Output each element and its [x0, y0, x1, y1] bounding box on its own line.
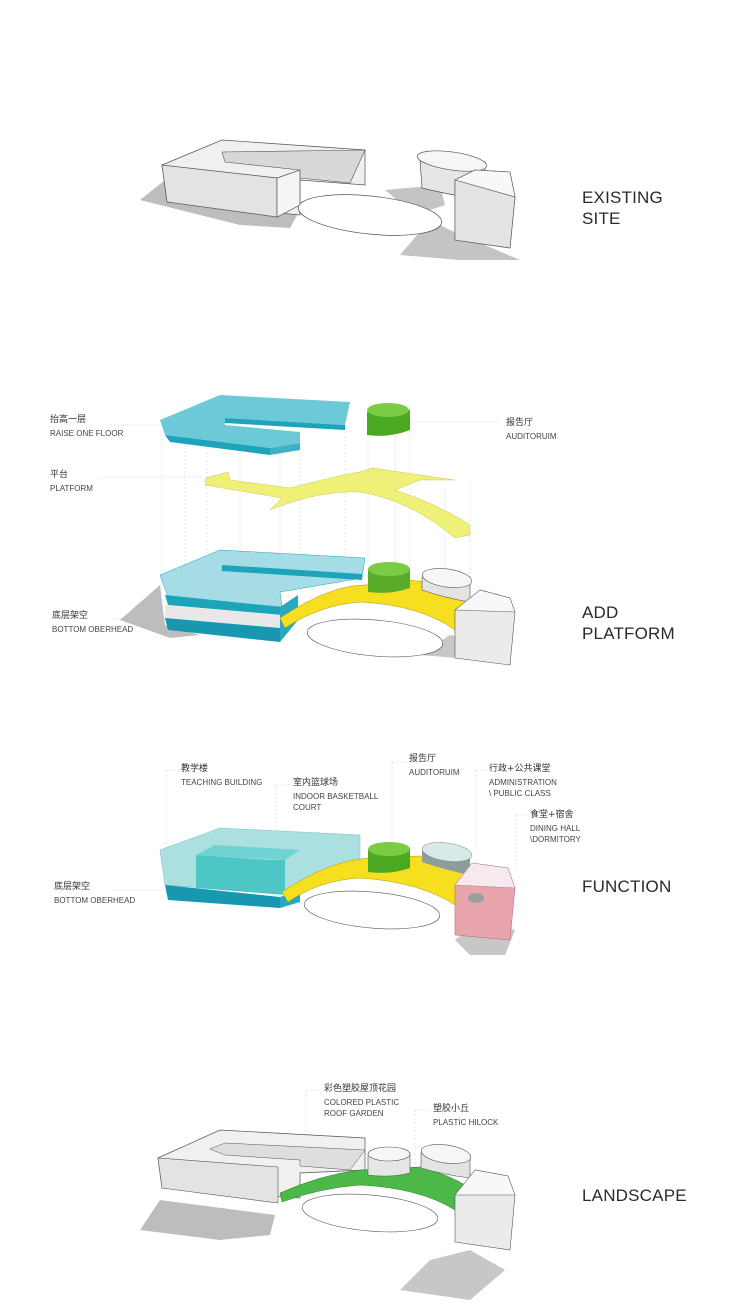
label-cn: 行政+公共课堂	[489, 764, 551, 774]
label-en: RAISE ONE FLOOR	[50, 429, 124, 438]
label-bottom-overhead: 底层架空 BOTTOM OBERHEAD	[54, 882, 135, 906]
label-cn: 底层架空	[54, 882, 91, 892]
label-en: DINING HALL \DORMITORY	[530, 824, 581, 844]
label-plastic-hillock: 塑胶小丘 PLASTIC HILOCK	[433, 1104, 498, 1128]
label-en: BOTTOM OBERHEAD	[52, 625, 134, 634]
function-illustration	[112, 761, 528, 955]
panel-function: 教学楼 TEACHING BUILDING 室内篮球场 INDOOR BASKE…	[0, 750, 744, 970]
label-en: TEACHING BUILDING	[181, 778, 263, 787]
label-auditorium: 报告厅 AUDITORUIM	[409, 754, 460, 778]
label-en: INDOOR BASKETBALL COURT	[293, 792, 379, 812]
label-en: PLASTIC HILOCK	[433, 1118, 499, 1127]
label-cn: 教学楼	[181, 764, 209, 774]
label-teaching-building: 教学楼 TEACHING BUILDING	[181, 764, 262, 788]
label-cn: 食堂+宿舍	[530, 810, 574, 820]
stage-title-landscape: LANDSCAPE	[582, 1186, 687, 1205]
stage-title-existing-site: EXISTING SITE	[582, 188, 663, 228]
label-bottom-overhead: 底层架空 BOTTOM OBERHEAD	[52, 611, 133, 635]
label-raise-one-floor: 抬高一层 RAISE ONE FLOOR	[50, 415, 123, 439]
panel-existing-site: EXISTING SITE	[0, 0, 744, 300]
label-en: BOTTOM OBERHEAD	[54, 896, 136, 905]
label-en: ADMINISTRATION \ PUBLIC CLASS	[489, 778, 557, 798]
panel-landscape: 彩色塑胶屋顶花园 COLORED PLASTIC ROOF GARDEN 塑胶小…	[0, 1070, 744, 1304]
existing-site-illustration	[140, 139, 520, 260]
label-cn: 底层架空	[52, 611, 89, 621]
panel-add-platform: 抬高一层 RAISE ONE FLOOR 平台 PLATFORM 报告厅 AUD…	[0, 380, 744, 680]
stage-title-function: FUNCTION	[582, 877, 672, 896]
label-administration-public-class: 行政+公共课堂 ADMINISTRATION \ PUBLIC CLASS	[489, 764, 557, 799]
label-cn: 报告厅	[409, 754, 437, 764]
label-cn: 平台	[50, 470, 69, 480]
label-en: PLATFORM	[50, 484, 93, 493]
label-cn: 抬高一层	[50, 415, 87, 425]
label-en: AUDITORUIM	[506, 432, 557, 441]
label-cn: 报告厅	[506, 418, 534, 428]
label-indoor-basketball-court: 室内篮球场 INDOOR BASKETBALL COURT	[293, 778, 378, 813]
stage-title-add-platform: ADD PLATFORM	[582, 603, 675, 643]
label-dining-hall-dormitory: 食堂+宿舍 DINING HALL \DORMITORY	[530, 810, 581, 845]
landscape-illustration	[140, 1089, 516, 1300]
label-auditorium: 报告厅 AUDITORUIM	[506, 418, 557, 442]
label-cn: 塑胶小丘	[433, 1104, 470, 1114]
label-en: AUDITORUIM	[409, 768, 460, 777]
label-platform: 平台 PLATFORM	[50, 470, 93, 494]
label-cn: 彩色塑胶屋顶花园	[324, 1084, 397, 1094]
label-cn: 室内篮球场	[293, 778, 339, 788]
label-en: COLORED PLASTIC ROOF GARDEN	[324, 1098, 400, 1118]
label-colored-plastic-roof-garden: 彩色塑胶屋顶花园 COLORED PLASTIC ROOF GARDEN	[324, 1084, 399, 1119]
add-platform-illustration	[100, 395, 516, 666]
